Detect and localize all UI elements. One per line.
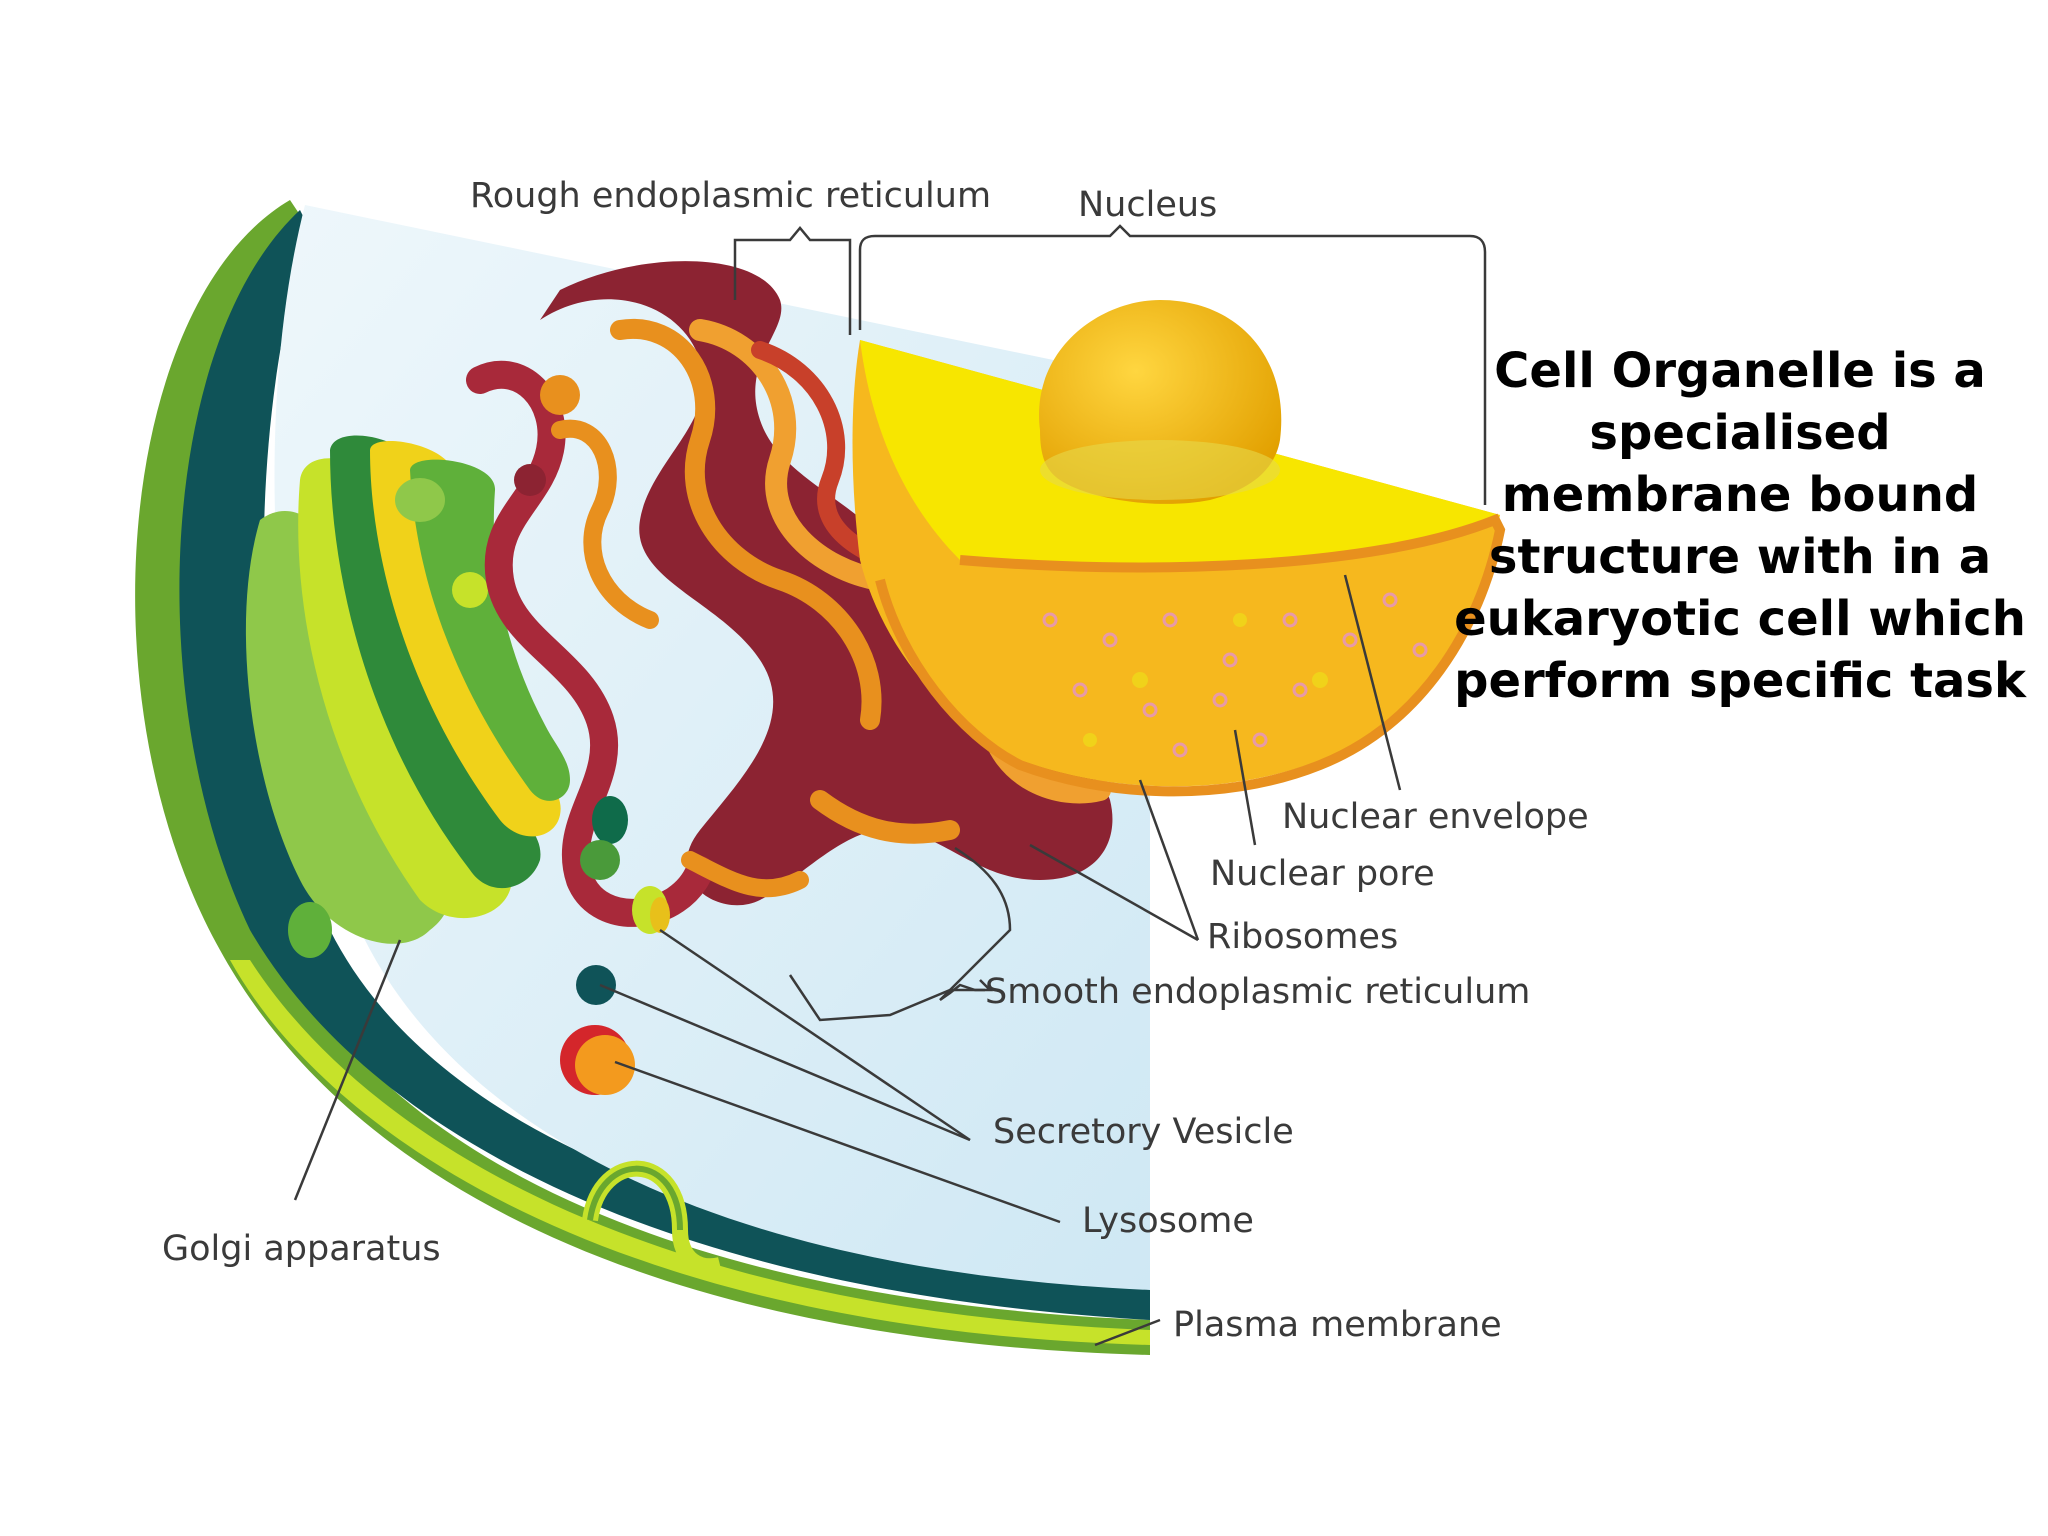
label-nuclear-pore: Nuclear pore <box>1210 854 1435 894</box>
cell-wall-dark <box>179 210 1151 1320</box>
definition-line: membrane bound <box>1501 467 1979 523</box>
leader-lines <box>293 224 1487 1347</box>
organelle-definition: Cell Organelle is a specialised membrane… <box>1440 340 2040 712</box>
definition-line: perform specific task <box>1454 653 2026 709</box>
definition-line: specialised <box>1589 405 1891 461</box>
label-rough-er: Rough endoplasmic reticulum <box>470 176 991 216</box>
definition-line: structure with in a <box>1488 529 1992 585</box>
label-ribosomes: Ribosomes <box>1207 917 1398 957</box>
nuclear-envelope-rim <box>875 513 1506 797</box>
labels: Rough endoplasmic reticulum Nucleus Nucl… <box>162 176 1589 1345</box>
definition-line: eukaryotic cell which <box>1454 591 2026 647</box>
golgi-apparatus <box>245 435 570 958</box>
label-nuclear-envelope: Nuclear envelope <box>1282 797 1589 837</box>
definition-line: Cell Organelle is a <box>1494 343 1986 399</box>
nuclear-pores <box>1042 592 1428 758</box>
label-lysosome: Lysosome <box>1082 1201 1254 1241</box>
vesicles <box>560 796 670 1095</box>
label-smooth-er: Smooth endoplasmic reticulum <box>985 972 1530 1012</box>
label-golgi: Golgi apparatus <box>162 1229 441 1269</box>
label-plasma-membrane: Plasma membrane <box>1173 1305 1502 1345</box>
nucleus <box>852 300 1506 797</box>
label-nucleus: Nucleus <box>1078 185 1217 225</box>
label-secretory-vesicle: Secretory Vesicle <box>993 1112 1294 1152</box>
